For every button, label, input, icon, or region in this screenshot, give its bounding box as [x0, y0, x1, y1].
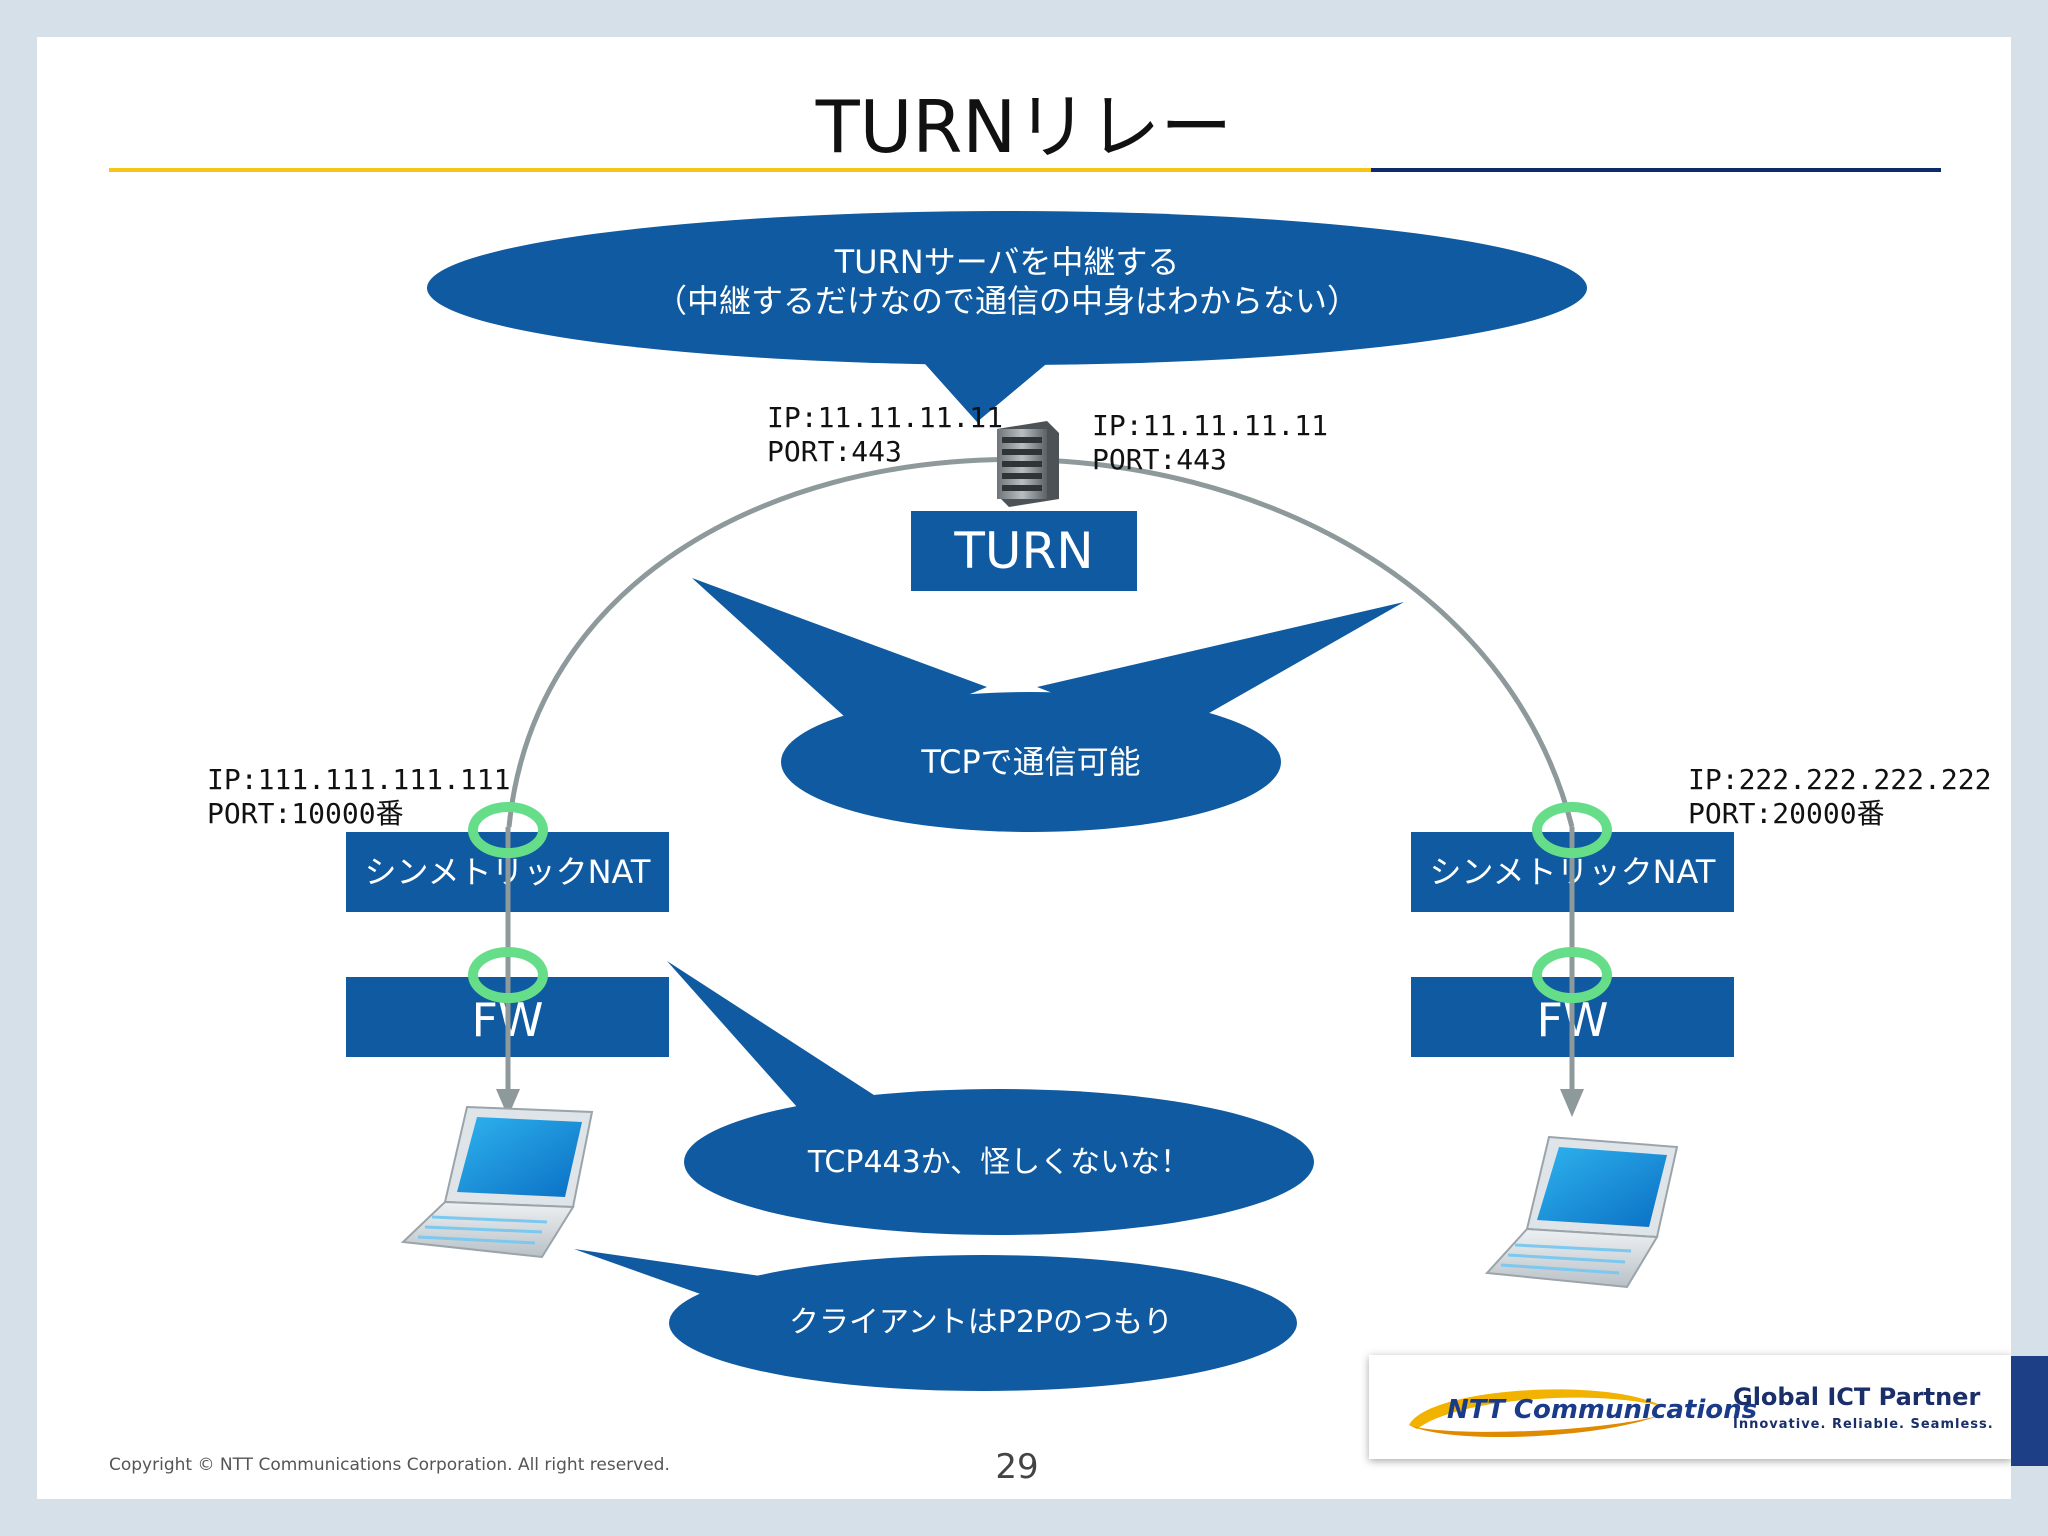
left-fw-ring-icon [468, 947, 548, 1003]
turn-right-port: PORT:443 [1092, 443, 1227, 476]
right-client-ip: IP:222.222.222.222 [1688, 763, 1992, 796]
right-client-port: PORT:20000番 [1688, 797, 1885, 830]
left-arrowhead [496, 1089, 520, 1117]
copyright-text: Copyright © NTT Communications Corporati… [109, 1455, 670, 1475]
left-client-ip: IP:111.111.111.111 [207, 763, 511, 796]
left-laptop-icon [400, 1105, 594, 1259]
turn-left-port: PORT:443 [767, 435, 902, 468]
right-nat-ring-icon [1532, 802, 1612, 858]
ntt-logo-panel: NTT Communications Global ICT Partner In… [1369, 1355, 2011, 1459]
slide: TURNリレー [37, 37, 2011, 1499]
ntt-swoosh-icon [1409, 1389, 1664, 1438]
left-client-port: PORT:10000番 [207, 797, 404, 830]
client-speech-bubble [574, 1249, 1297, 1391]
top-bubble-line1: TURNサーバを中継する [834, 243, 1180, 281]
title-rule-navy [1371, 168, 1941, 172]
logo-tagline: Global ICT Partner [1733, 1383, 1981, 1411]
relay-overlay [468, 802, 1612, 1097]
right-arrowhead [1560, 1089, 1584, 1117]
top-bubble-line2: （中継するだけなので通信の中身はわからない） [654, 282, 1359, 320]
right-edge-accent [2011, 1356, 2048, 1466]
right-laptop-icon [1484, 1135, 1679, 1289]
tcp-bubble-text: TCPで通信可能 [921, 743, 1141, 781]
logo-subtagline: Innovative. Reliable. Seamless. [1733, 1417, 1994, 1432]
server-icon [997, 421, 1059, 507]
left-nat-ring-icon [468, 802, 548, 858]
tcp-speech-bubble [692, 578, 1404, 832]
turn-server-box: TURN [911, 511, 1137, 591]
right-fw-ring-icon [1532, 947, 1612, 1003]
turn-left-ip: IP:11.11.11.11 [767, 401, 1004, 434]
relay-diagram [400, 211, 1679, 1391]
ntt-company-name: NTT Communications [1447, 1395, 1758, 1425]
client-bubble-text: クライアントはP2Pのつもり [788, 1305, 1174, 1340]
fw-speech-bubble [667, 961, 1314, 1235]
turn-right-ip: IP:11.11.11.11 [1092, 409, 1329, 442]
fw-bubble-text: TCP443か、怪しくないな！ [807, 1145, 1191, 1180]
title-rule-yellow [109, 168, 1371, 172]
slide-title: TURNリレー [815, 85, 1233, 169]
page-number: 29 [995, 1447, 1039, 1487]
top-speech-bubble [427, 211, 1587, 422]
